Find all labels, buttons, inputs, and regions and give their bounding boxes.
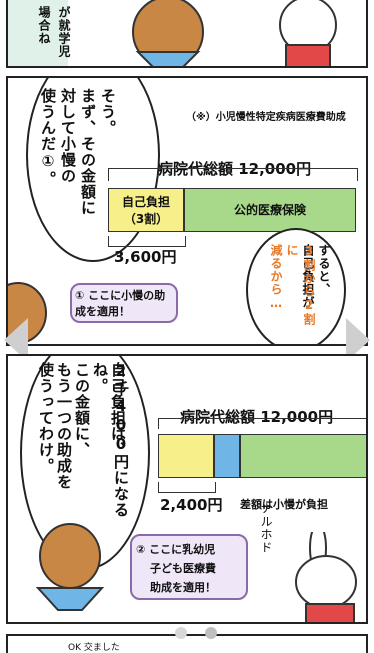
public-insurance-bar: 公的医療保険 <box>184 188 356 232</box>
difference-note: 差額は小慢が負担 <box>240 498 328 511</box>
total-bracket <box>108 168 358 181</box>
public-insurance-bar-2 <box>240 434 366 478</box>
speech-line: 2千400円になるね。 <box>91 362 130 518</box>
self-pay-sub: （3割） <box>123 212 169 226</box>
self-pay-amount-2: 2,400円 <box>160 496 223 514</box>
top-strip-text-2: 場合ね <box>37 6 51 45</box>
callout-2: ② ここに乳幼児 子ども医療費 助成を適用！ <box>130 534 248 600</box>
callout-2-line: ② ここに乳幼児 <box>136 543 216 556</box>
top-manga-strip: が就学児 場合ね <box>6 0 368 68</box>
top-strip-text: が就学児 <box>57 6 71 58</box>
rabbit-character-top <box>268 0 348 66</box>
speech-line: 使うってわけ。 <box>37 362 55 474</box>
rabbit-character-panel2 <box>286 523 366 622</box>
panel1-heading: （※）小児慢性特定疾病医療費助成 <box>186 112 346 123</box>
speech-line: この金額に、 <box>73 362 91 458</box>
reply-line: 減るから… <box>269 244 283 311</box>
speech-line: 自己負担は、 <box>109 362 127 458</box>
self-pay-label: 自己負担 <box>121 195 170 209</box>
total-amount-label-2: 病院代総額 12,000円 <box>180 408 334 426</box>
self-pay-bar: 自己負担 （3割） <box>108 188 184 232</box>
reply-bubble <box>246 228 346 344</box>
callout-1: ① ここに小慢の助成を適用！ <box>70 283 178 323</box>
reply-line: すると、 <box>317 244 331 296</box>
callout-1-text: ① ここに小慢の助成を適用！ <box>75 289 166 318</box>
total-amount-label: 病院代総額 12,000円 <box>158 160 312 178</box>
speech-line: そう。 <box>99 88 117 136</box>
amount-bracket <box>108 236 186 247</box>
page-indicator-dot-1[interactable] <box>175 627 187 639</box>
self-pay-amount: 3,600円 <box>114 248 177 266</box>
manga-panel-2: 自己負担は、 2千400円になるね。 この金額に、 もう一つの助成を 使うってわ… <box>6 354 368 624</box>
self-pay-bar-2 <box>158 434 214 478</box>
bottom-strip-text: OK 交ました <box>68 643 120 653</box>
fox-character-panel2 <box>20 506 120 622</box>
manga-panel-1: そう。 まず、その金額に 対して小慢の 使うんだ①。 （※）小児慢性特定疾病医療… <box>6 76 368 346</box>
total-bracket-2 <box>158 418 366 429</box>
speech-line: まず、その金額に <box>79 88 97 216</box>
speech-line: もう一つの助成を <box>55 362 73 490</box>
speech-line: 使うんだ①。 <box>39 88 57 187</box>
amount-bracket-2 <box>158 482 216 493</box>
reply-line: 自己負担が <box>301 244 315 309</box>
callout-2-line: 助成を適用！ <box>150 581 216 594</box>
public-insurance-label: 公的医療保険 <box>233 203 306 217</box>
reply-line: 3割から2割に <box>285 244 316 326</box>
reaction-text: ナルホド <box>259 502 273 554</box>
callout-2-line: 子ども医療費 <box>150 562 216 575</box>
page-indicator-dot-2[interactable] <box>205 627 217 639</box>
speech-line: 対して小慢の <box>59 88 77 184</box>
fox-character-top <box>118 0 218 66</box>
difference-bar <box>214 434 240 478</box>
bottom-manga-strip: OK 交ました <box>6 634 368 653</box>
top-strip-bg <box>8 0 68 66</box>
